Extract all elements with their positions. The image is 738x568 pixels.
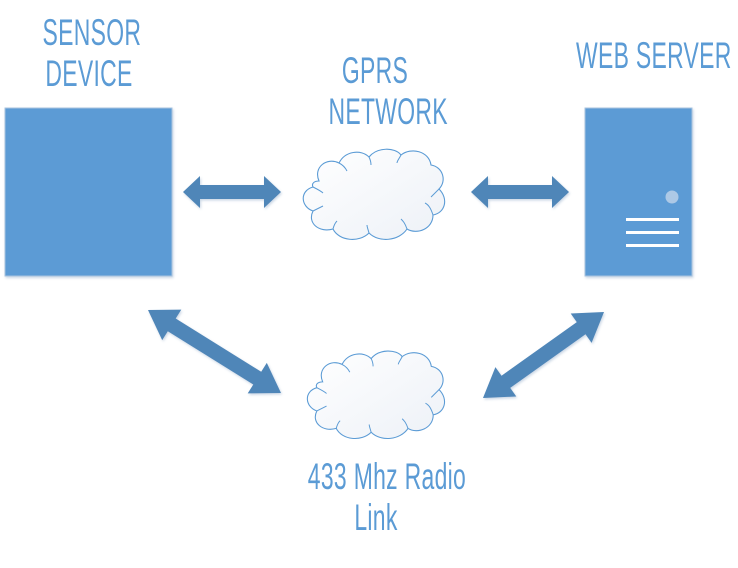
sensor-gprs-arrow — [183, 176, 281, 208]
gprs-network-label-line2: NETWORK — [328, 91, 448, 133]
gprs-network-label-line1: GPRS — [341, 50, 409, 91]
sensor-device-box — [4, 107, 173, 277]
gprs-network-label: GPRS NETWORK — [328, 50, 448, 133]
web-server-label-text: WEB SERVER — [576, 35, 732, 76]
radio-server-arrow — [483, 312, 604, 398]
radio-link-label: 433 Mhz Radio Link — [307, 456, 467, 539]
web-server-icon — [584, 107, 693, 277]
gprs-server-arrow — [471, 176, 569, 208]
web-server-label: WEB SERVER — [576, 35, 732, 76]
sensor-radio-arrow — [148, 309, 281, 394]
sensor-device-label-line2: DEVICE — [45, 53, 133, 95]
server-indicator-light — [665, 190, 679, 204]
server-vent-line — [626, 244, 679, 247]
radio-link-label-line1: 433 Mhz Radio — [307, 456, 467, 497]
radio-cloud-icon — [306, 350, 446, 440]
sensor-device-label: SENSOR DEVICE — [42, 12, 142, 95]
server-vent-line — [626, 218, 679, 221]
gprs-cloud-icon — [302, 148, 446, 240]
sensor-device-label-line1: SENSOR — [42, 12, 142, 53]
radio-link-label-line2: Link — [354, 497, 398, 539]
server-vent-line — [626, 231, 679, 234]
